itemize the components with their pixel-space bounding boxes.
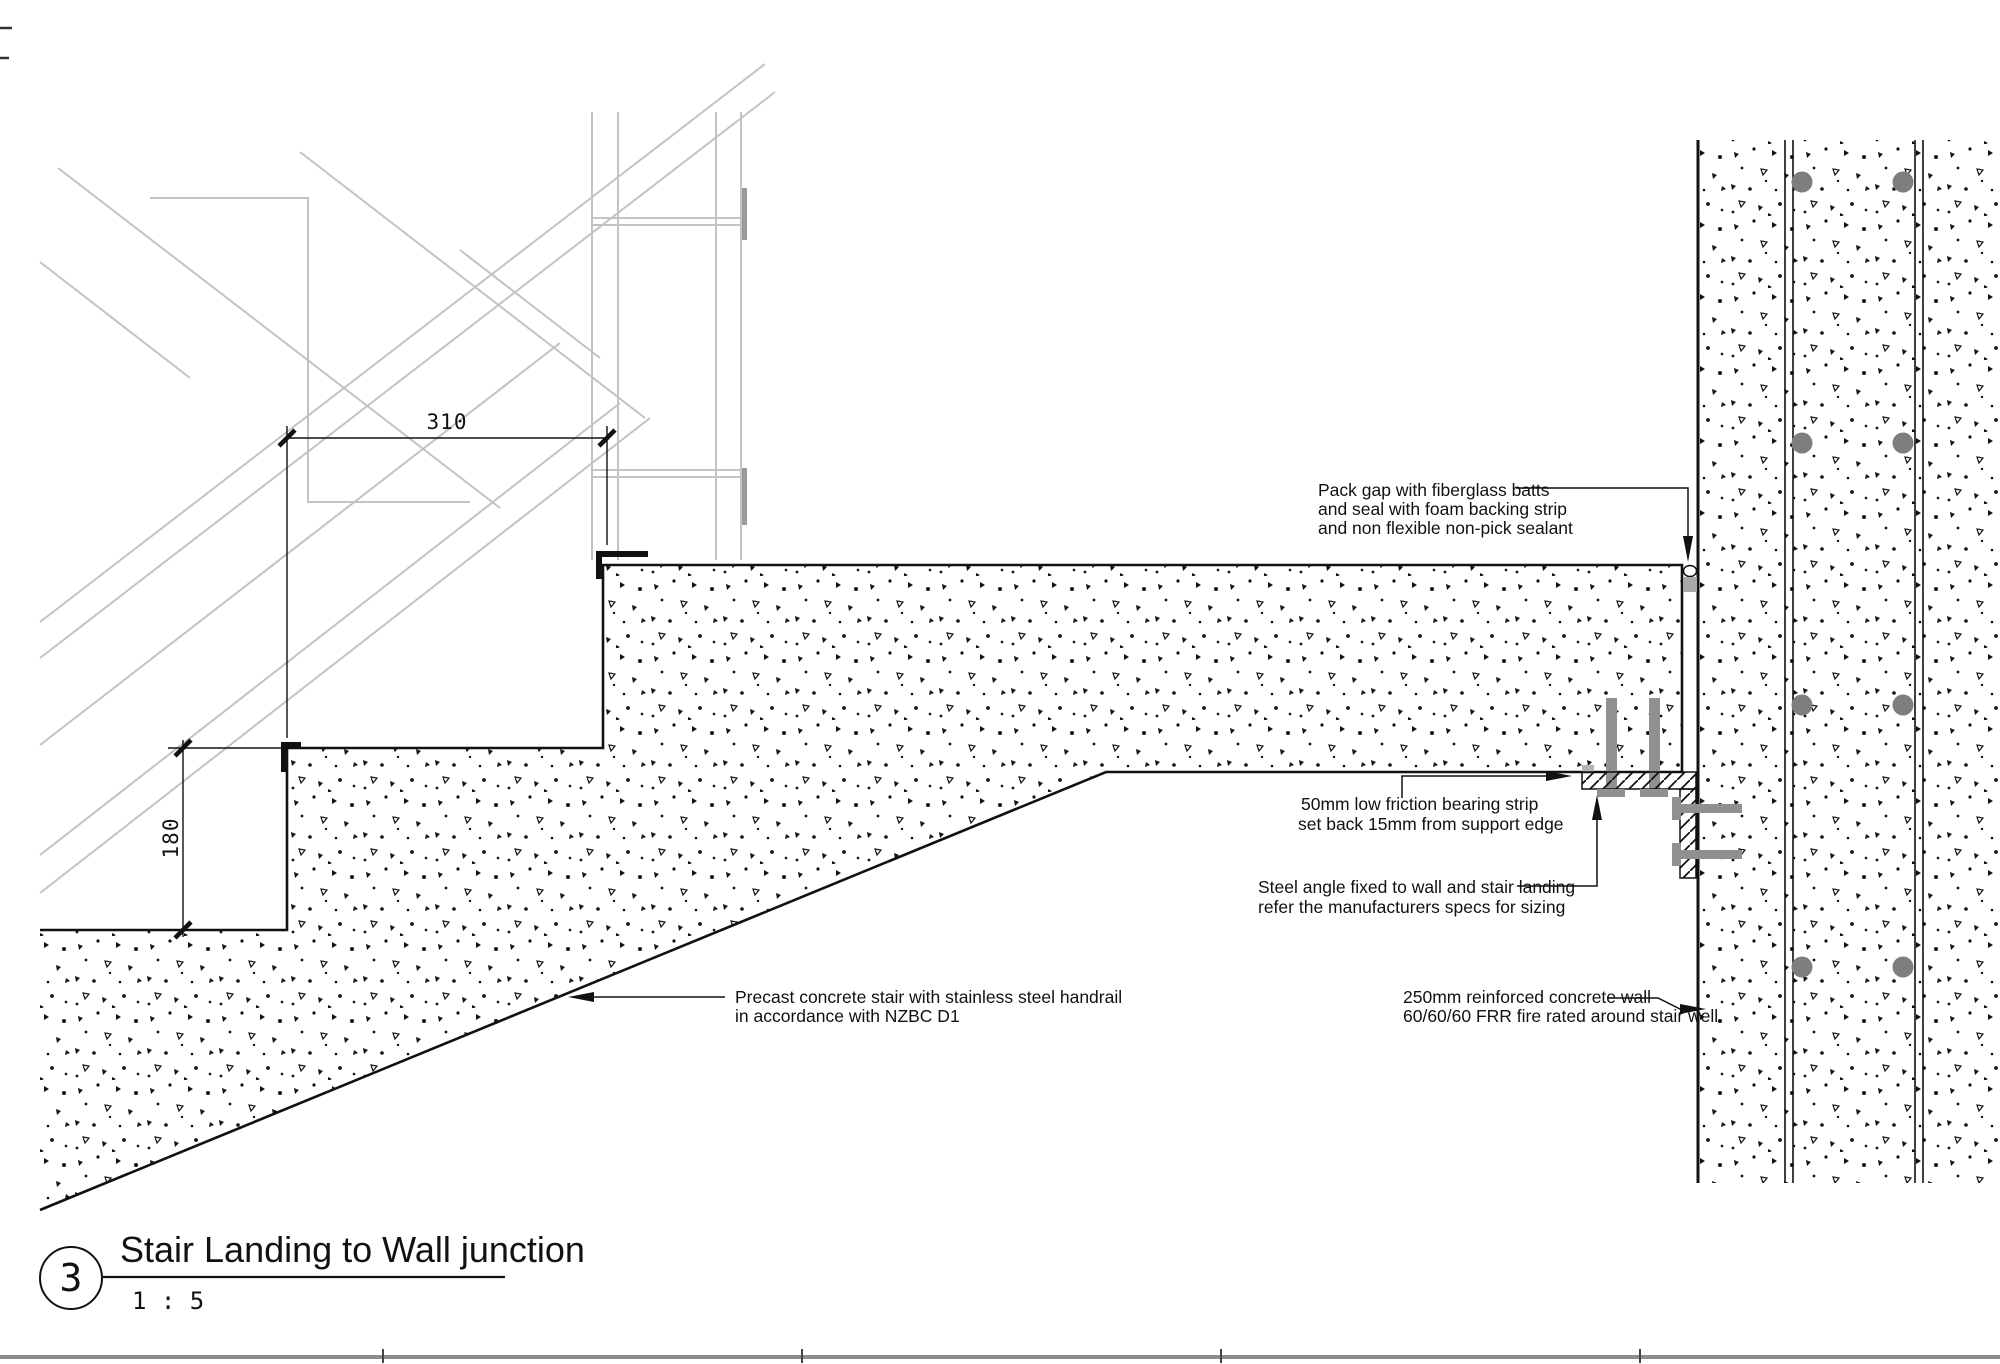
flight-above-faint-linework — [39, 63, 776, 894]
svg-text:60/60/60 FRR fire rated around: 60/60/60 FRR fire rated around stair wel… — [1403, 1006, 1718, 1026]
bolt-washer — [1597, 789, 1625, 797]
note-precast-stair: Precast concrete stair with stainless st… — [568, 987, 1122, 1026]
bolt-washer — [1640, 789, 1668, 797]
title-block: 3 Stair Landing to Wall junction 1 : 5 — [39, 1229, 585, 1315]
note-bearing-strip: 50mm low friction bearing strip set back… — [1298, 771, 1572, 834]
precast-stair-section — [39, 563, 1684, 1212]
rebar-dot — [1892, 956, 1914, 978]
svg-text:Steel angle fixed to wall and: Steel angle fixed to wall and stair land… — [1258, 877, 1575, 897]
steel-angle-vertical-leg — [1679, 788, 1697, 879]
dimension-text-310: 310 — [427, 410, 468, 434]
dimension-riser-height: 180 — [159, 738, 287, 940]
anchor-bolt-vertical — [1606, 698, 1617, 790]
handrail-bracket-mark — [742, 468, 747, 525]
anchor-bolt-horizontal — [1681, 850, 1742, 859]
svg-text:and seal with foam backing str: and seal with foam backing strip — [1318, 499, 1567, 519]
concrete-wall-section — [1696, 140, 2000, 1183]
anchor-bolt-horizontal — [1681, 804, 1742, 813]
svg-text:Precast concrete stair with st: Precast concrete stair with stainless st… — [735, 987, 1122, 1007]
rebar-dot — [1892, 694, 1914, 716]
bolt-plate — [1672, 797, 1681, 820]
leader-arrow-icon — [1683, 536, 1693, 562]
note-steel-angle: Steel angle fixed to wall and stair land… — [1258, 795, 1602, 917]
svg-text:and non flexible non-pick seal: and non flexible non-pick sealant — [1318, 518, 1573, 538]
rebar-dot — [1892, 432, 1914, 454]
leader-arrow-icon — [1546, 771, 1572, 781]
svg-text:in accordance with NZBC D1: in accordance with NZBC D1 — [735, 1006, 960, 1026]
sheet-border — [0, 26, 2000, 1363]
dimension-tread-going: 310 — [277, 410, 617, 738]
backer-rod — [1682, 564, 1698, 578]
anchor-bolt-vertical — [1649, 698, 1660, 790]
bolt-plate — [1672, 843, 1681, 866]
steel-angle-assembly — [1581, 698, 1742, 879]
sealant-fill — [1683, 577, 1697, 592]
bearing-strip — [1582, 765, 1594, 772]
note-concrete-wall: 250mm reinforced concrete wall 60/60/60 … — [1403, 987, 1718, 1026]
rebar-dot — [1791, 171, 1813, 193]
note-pack-gap: Pack gap with fiberglass batts and seal … — [1318, 480, 1693, 562]
detail-number: 3 — [60, 1256, 83, 1300]
rebar-dots — [1791, 171, 1914, 978]
leader-arrow-icon — [1592, 795, 1602, 820]
nosing-angle — [596, 551, 648, 579]
leader-arrow-icon — [1680, 1004, 1706, 1014]
detail-scale: 1 : 5 — [132, 1287, 204, 1315]
svg-text:250mm reinforced concrete wall: 250mm reinforced concrete wall — [1403, 987, 1651, 1007]
steel-angle-horizontal-leg — [1581, 771, 1697, 790]
rebar-dot — [1892, 171, 1914, 193]
expansion-gap-detail — [1682, 564, 1698, 592]
detail-number-bubble — [39, 1246, 103, 1310]
rebar-dot — [1791, 956, 1813, 978]
svg-text:refer the manufacturers specs: refer the manufacturers specs for sizing — [1258, 897, 1565, 917]
dimension-text-180: 180 — [159, 818, 183, 859]
svg-text:set back 15mm from support edg: set back 15mm from support edge — [1298, 814, 1564, 834]
detail-title: Stair Landing to Wall junction — [120, 1229, 585, 1270]
rebar-dot — [1791, 694, 1813, 716]
nosing-angle — [281, 742, 301, 772]
leader-arrow-icon — [568, 992, 594, 1002]
svg-text:Pack gap with fiberglass batts: Pack gap with fiberglass batts — [1318, 480, 1550, 500]
handrail-bracket-mark — [742, 188, 747, 240]
rebar-dot — [1791, 432, 1813, 454]
svg-text:50mm low friction bearing stri: 50mm low friction bearing strip — [1301, 794, 1538, 814]
